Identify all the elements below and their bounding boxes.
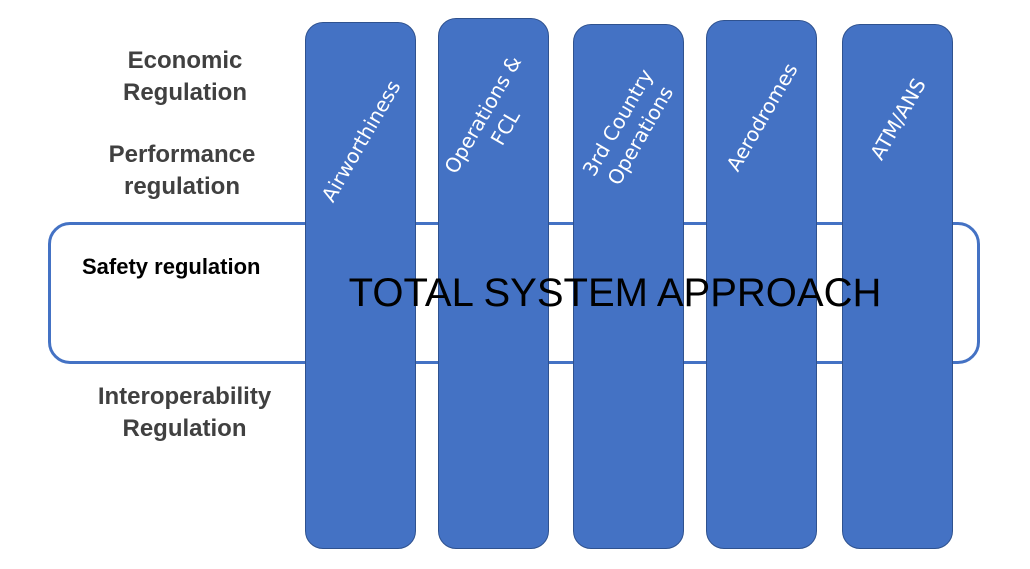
pillar-3rd-country-operations: 3rd Country Operations <box>573 24 684 549</box>
pillar-airworthiness: Airworthiness <box>305 22 416 549</box>
pillar-label: ATM/ANS <box>864 74 931 164</box>
pillar-aerodromes: Aerodromes <box>706 20 817 549</box>
safety-regulation-label: Safety regulation <box>82 254 261 279</box>
pillar-operations-fcl: Operations & FCL <box>438 18 549 549</box>
pillar-label: Operations & FCL <box>438 51 526 178</box>
performance-regulation-label: Performance regulation <box>108 141 256 200</box>
pillar-atm-ans: ATM/ANS <box>842 24 953 549</box>
economic-regulation-label: Economic Regulation <box>123 47 247 106</box>
pillar-label: Aerodromes <box>720 58 803 176</box>
pillar-label: Airworthiness <box>316 76 405 206</box>
total-system-approach-title: TOTAL SYSTEM APPROACH <box>348 271 882 315</box>
pillar-label: 3rd Country Operations <box>577 64 678 190</box>
interoperability-regulation-label: Interoperability Regulation <box>97 383 272 442</box>
